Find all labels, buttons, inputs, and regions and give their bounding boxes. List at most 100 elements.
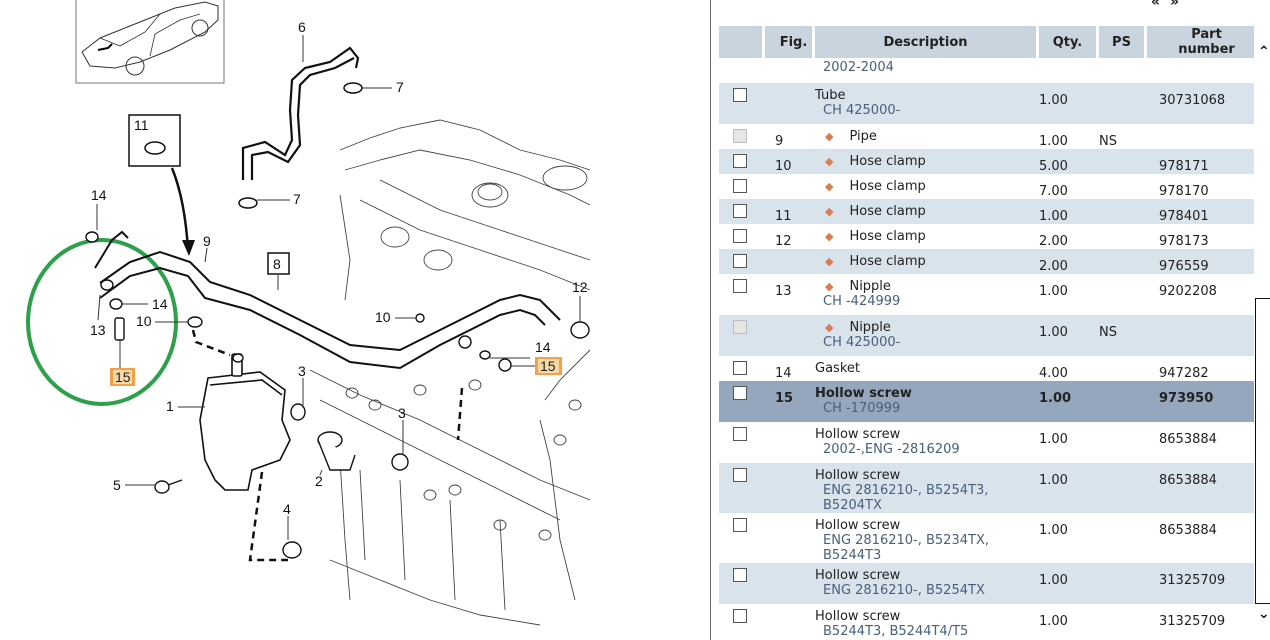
row-checkbox[interactable]: [733, 386, 747, 400]
part-number[interactable]: 8653884: [1147, 463, 1254, 513]
select-cell: [719, 174, 765, 199]
applicability-note: CH 425000-: [823, 103, 901, 118]
part-number[interactable]: 31325709: [1147, 563, 1254, 604]
part-number[interactable]: 30731068: [1147, 83, 1254, 124]
quantity: 1.00: [1039, 284, 1068, 299]
part-number[interactable]: 978171: [1147, 149, 1254, 174]
quantity: 1.00: [1039, 134, 1068, 149]
row-checkbox[interactable]: [733, 154, 747, 168]
fig-number: 14: [775, 366, 792, 381]
row-checkbox[interactable]: [733, 88, 747, 102]
fig-number: 9: [775, 134, 784, 149]
part-number[interactable]: 978401: [1147, 199, 1254, 224]
quantity: 7.00: [1039, 184, 1068, 199]
row-checkbox[interactable]: [733, 361, 747, 375]
row-checkbox[interactable]: [733, 609, 747, 623]
part-number[interactable]: 8653884: [1159, 432, 1217, 447]
parts-diagram: 6 7 7 11 14 9 8 14 10 13 10 12 14 3 3 1 …: [26, 0, 591, 626]
ps-flag: NS: [1099, 134, 1117, 149]
description-cell: ◆Hose clamp: [815, 174, 1039, 199]
part-description: Hollow screw: [815, 518, 901, 533]
row-checkbox[interactable]: [733, 468, 747, 482]
prev-page-button[interactable]: «: [1151, 0, 1171, 10]
row-checkbox[interactable]: [733, 254, 747, 268]
quantity: 1.00: [1039, 563, 1099, 604]
part-number[interactable]: 8653884: [1159, 523, 1217, 538]
applicability-note: CH -424999: [823, 294, 901, 309]
dashed-leaders: [191, 329, 464, 562]
fig-number: [765, 463, 815, 513]
row-checkbox[interactable]: [733, 279, 747, 293]
fig-number: 15: [765, 381, 815, 422]
row-checkbox[interactable]: [733, 568, 747, 582]
header-ps[interactable]: PS: [1099, 26, 1147, 58]
ps-flag: [1099, 604, 1147, 640]
callout-11: 11: [134, 117, 149, 133]
row-checkbox[interactable]: [733, 229, 747, 243]
part-number[interactable]: 31325709: [1159, 614, 1226, 629]
applicability-note: ENG 2816210-, B5234TX, B5244T3: [823, 533, 989, 563]
ps-flag: [1099, 381, 1147, 422]
row-checkbox[interactable]: [733, 427, 747, 441]
header-fig[interactable]: Fig.: [765, 26, 815, 58]
description-cell: ◆Hose clamp: [815, 199, 1039, 224]
callout-6: 6: [298, 19, 306, 35]
part-number[interactable]: 973950: [1147, 381, 1254, 422]
part-number[interactable]: 976559: [1147, 249, 1254, 274]
part-number[interactable]: [1147, 124, 1254, 149]
pipe-8: [94, 230, 561, 370]
header-qty[interactable]: Qty.: [1039, 26, 1099, 58]
scroll-down-icon[interactable]: ⌄: [1258, 606, 1270, 622]
quantity: 1.00: [1039, 523, 1068, 538]
part-number[interactable]: 947282: [1159, 366, 1209, 381]
row-checkbox: [733, 129, 747, 143]
callout-13: 13: [90, 322, 106, 338]
select-cell: [719, 563, 765, 604]
row-checkbox[interactable]: [733, 518, 747, 532]
select-cell: [719, 422, 765, 463]
part-number[interactable]: 978170: [1159, 184, 1209, 199]
part-number[interactable]: [1147, 315, 1254, 356]
description-cell: ◆Hose clamp: [815, 224, 1039, 249]
select-cell: [719, 249, 765, 274]
scrollbar-track[interactable]: [1255, 298, 1270, 604]
svg-text:15: 15: [115, 369, 131, 385]
next-page-button[interactable]: »: [1170, 0, 1190, 10]
ps-flag: [1099, 199, 1147, 224]
part-number[interactable]: 9202208: [1159, 284, 1217, 299]
select-cell: [719, 83, 765, 124]
callout-15-highlighted[interactable]: 15: [535, 357, 562, 375]
scroll-up-icon[interactable]: ⌃: [1258, 44, 1270, 60]
applicability-note: CH 425000-: [823, 335, 901, 350]
part-number[interactable]: 978173: [1159, 234, 1209, 249]
header-description[interactable]: Description: [815, 26, 1039, 58]
callout-2: 2: [315, 473, 323, 489]
row-checkbox[interactable]: [733, 204, 747, 218]
callout-7: 7: [293, 191, 301, 207]
description-cell: ◆Pipe: [815, 124, 1039, 149]
ps-flag: [1099, 83, 1147, 124]
callout-15-highlighted[interactable]: 15: [110, 368, 135, 386]
engine-block: [309, 119, 591, 626]
description-cell: ◆Hose clamp: [815, 249, 1039, 274]
row-checkbox[interactable]: [733, 179, 747, 193]
